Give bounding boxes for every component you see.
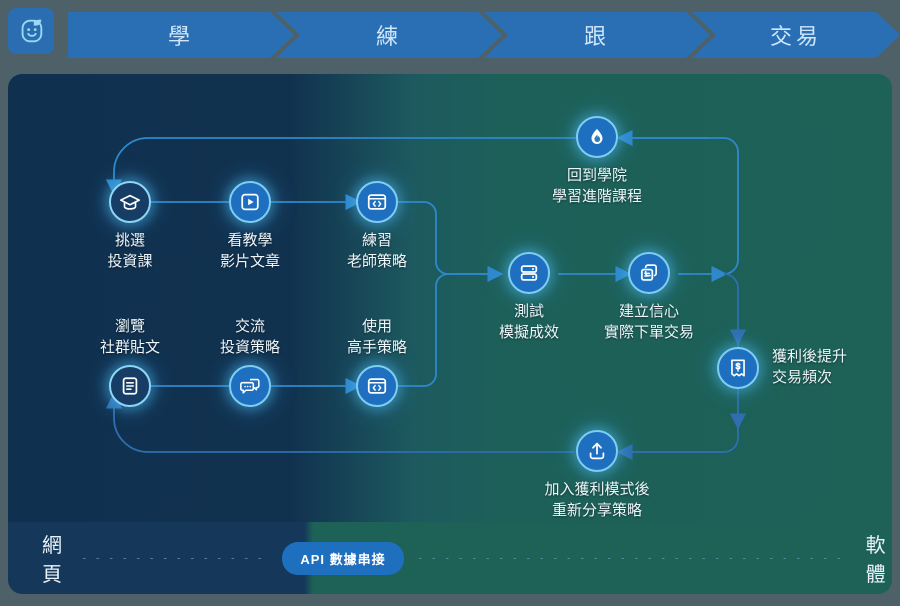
- node-back-to-academy-label: 回到學院 學習進階課程: [552, 165, 642, 207]
- brand-logo[interactable]: [8, 8, 54, 54]
- node-use-strategy-label: 使用 高手策略: [347, 316, 407, 358]
- node-label-line2: 老師策略: [346, 253, 408, 270]
- node-label-line2: 社群貼文: [99, 339, 161, 356]
- api-connection-badge[interactable]: API 數據串接: [282, 541, 404, 575]
- graduation-cap-icon: [120, 194, 140, 210]
- node-increase-frequency-label: 獲利後提升 交易頻次: [772, 346, 847, 388]
- node-reshare-strategy-label: 加入獲利模式後 重新分享策略: [544, 479, 649, 521]
- node-label-line1: 使用: [361, 318, 393, 335]
- node-label-line2: 投資策略: [219, 339, 281, 356]
- chat-bubbles-icon: [240, 378, 260, 394]
- node-back-to-academy-badge: [576, 116, 618, 158]
- node-label-line1: 回到學院: [566, 167, 628, 184]
- node-label-line2: 實際下單交易: [603, 324, 695, 341]
- node-label-line1: 測試: [513, 303, 545, 320]
- footer-dots-right: [418, 558, 851, 559]
- step-tab-4[interactable]: 交易: [692, 12, 900, 58]
- footer-dots-left: [83, 558, 268, 559]
- flow-diagram-panel: 挑選 投資課 看教學 影片文章: [8, 74, 892, 522]
- node-label-line2: 重新分享策略: [551, 502, 643, 519]
- node-use-strategy-badge: [356, 365, 398, 407]
- node-build-confidence-badge: [628, 252, 670, 294]
- step-tab-2[interactable]: 練: [276, 12, 502, 58]
- node-label-line1: 交流: [234, 318, 266, 335]
- node-practice-label: 練習 老師策略: [347, 230, 407, 272]
- step-tab-1-label: 學: [167, 24, 194, 49]
- footer-right-label: 軟 體: [865, 535, 891, 586]
- node-pick-course-label: 挑選 投資課: [107, 230, 152, 272]
- footer-left-label: 網 頁: [42, 535, 67, 586]
- node-reshare-strategy-badge: [576, 430, 618, 472]
- node-label-line2: 交易頻次: [772, 369, 833, 386]
- node-backtest-badge: [508, 252, 550, 294]
- node-label-line1: 建立信心: [618, 303, 680, 320]
- node-label-line1: 看教學: [227, 232, 273, 249]
- node-pick-course-badge: [109, 181, 151, 223]
- money-bill-icon: [731, 359, 745, 377]
- upload-share-icon: [589, 442, 605, 460]
- node-discuss-label: 交流 投資策略: [220, 316, 280, 358]
- footer-bar: 網 頁 API 數據串接 軟 體: [8, 522, 892, 594]
- play-video-icon: [241, 193, 259, 211]
- node-label-line2: 模擬成效: [498, 324, 560, 341]
- step-tab-3[interactable]: 跟: [484, 12, 710, 58]
- node-discuss-badge: [229, 365, 271, 407]
- node-label-line2: 學習進階課程: [551, 188, 643, 205]
- node-browse-posts-badge: [109, 365, 151, 407]
- code-window-icon: [367, 378, 387, 394]
- flame-drop-icon: [591, 128, 603, 144]
- node-label-line2: 高手策略: [346, 339, 408, 356]
- node-browse-posts-label: 瀏覽 社群貼文: [100, 316, 160, 358]
- node-label-line1: 瀏覽: [114, 318, 146, 335]
- connector-wires: [105, 129, 747, 461]
- node-label-line2: 投資課: [107, 253, 153, 270]
- node-watch-lessons-label: 看教學 影片文章: [220, 230, 280, 272]
- code-window-icon: [367, 194, 387, 210]
- step-tab-1[interactable]: 學: [68, 12, 294, 58]
- server-stack-icon: [520, 265, 538, 281]
- node-label-line1: 練習: [361, 232, 393, 249]
- node-build-confidence-label: 建立信心 實際下單交易: [604, 301, 694, 343]
- node-label-line1: 挑選: [114, 232, 146, 249]
- smiley-fruit-logo-icon: [21, 19, 43, 43]
- node-backtest-label: 測試 模擬成效: [499, 301, 559, 343]
- node-watch-lessons-badge: [229, 181, 271, 223]
- step-tab-4-label: 交易: [769, 24, 822, 49]
- node-label-line1: 獲利後提升: [772, 348, 848, 365]
- node-label-line2: 影片文章: [219, 253, 281, 270]
- node-practice-badge: [356, 181, 398, 223]
- node-label-line1: 加入獲利模式後: [544, 481, 650, 498]
- step-tab-2-label: 練: [375, 24, 402, 49]
- header-step-ribbon: 學 練 跟 交易: [0, 0, 900, 70]
- node-increase-frequency-badge: [717, 347, 759, 389]
- copy-pages-icon: [640, 264, 657, 282]
- document-list-icon: [122, 377, 138, 395]
- step-tab-3-label: 跟: [583, 24, 610, 49]
